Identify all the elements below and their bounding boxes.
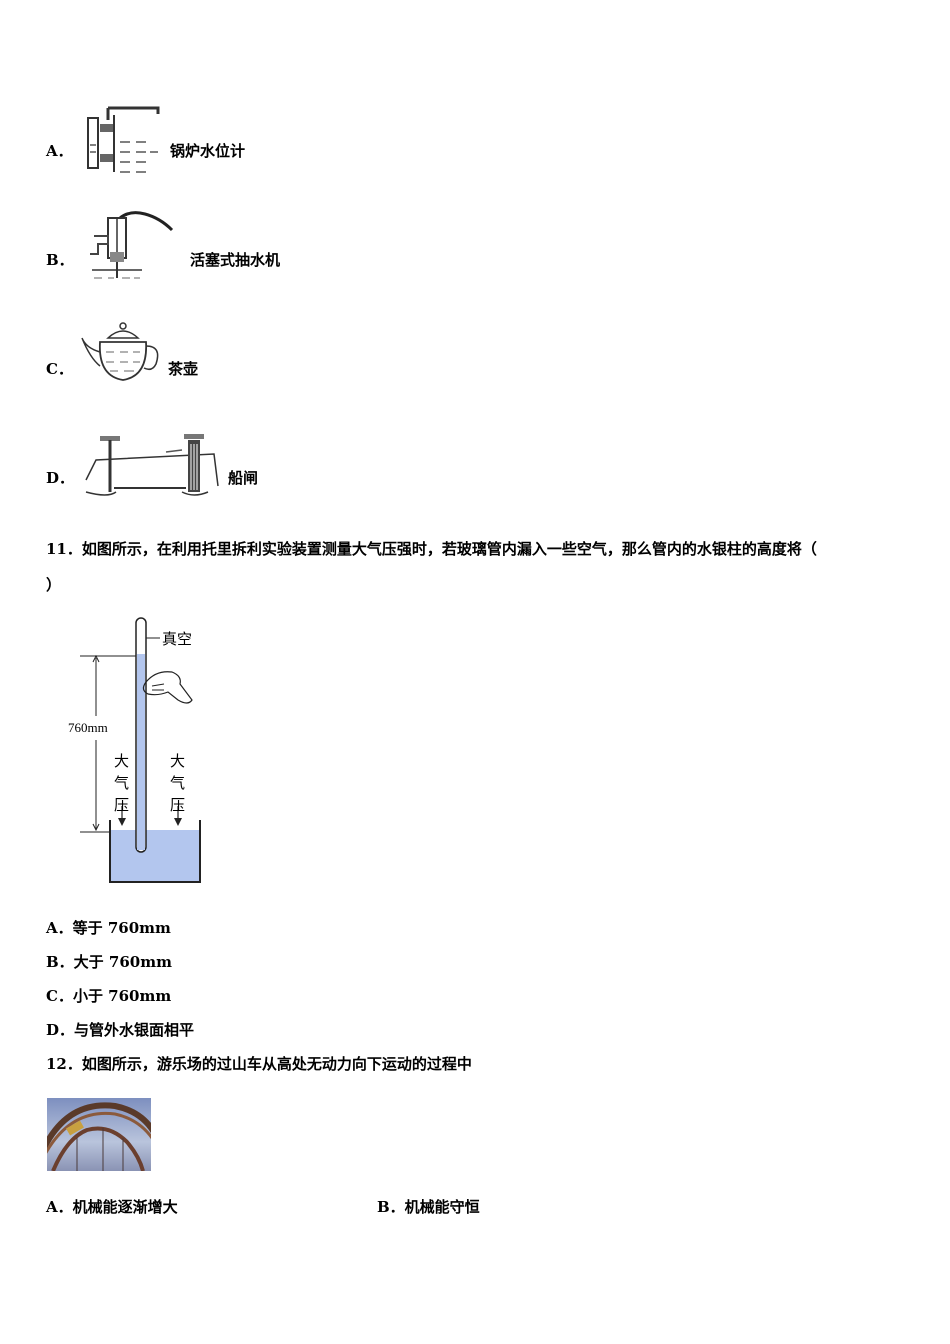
option-c-letter: C．: [46, 360, 73, 378]
atm-left-1: 大: [114, 752, 130, 770]
atm-left-2: 气: [114, 774, 130, 792]
option-a-letter: A．: [46, 142, 73, 160]
roller-coaster-photo: [47, 1098, 151, 1171]
question-11-line2: ）: [46, 576, 62, 594]
q11-choice-d[interactable]: D．与管外水银面相平: [46, 1021, 195, 1039]
atm-right-3: 压: [170, 796, 186, 814]
q12-choice-a[interactable]: A．机械能逐渐增大: [46, 1198, 178, 1216]
question-11-line1: 11．如图所示，在利用托里拆利实验装置测量大气压强时，若玻璃管内漏入一些空气，那…: [46, 540, 817, 558]
q11-choice-c[interactable]: C．小于 760mm: [46, 987, 172, 1005]
q11-choice-a[interactable]: A．等于 760mm: [46, 919, 171, 937]
ship-lock-figure: [85, 434, 219, 496]
option-d-caption: 船闸: [228, 469, 259, 487]
torricelli-figure: 真空 760mm 大 气 压 大 气 压: [60, 610, 220, 890]
option-c-caption: 茶壶: [168, 360, 199, 378]
option-b-letter: B．: [46, 251, 74, 269]
vacuum-label: 真空: [162, 630, 193, 648]
atm-right-1: 大: [170, 752, 186, 770]
atm-left-3: 压: [114, 796, 130, 814]
teapot-figure: [81, 322, 159, 381]
option-b-caption: 活塞式抽水机: [190, 251, 281, 269]
q11-choice-b[interactable]: B．大于 760mm: [46, 953, 172, 971]
piston-pump-figure: [90, 211, 174, 279]
atm-right-2: 气: [170, 774, 186, 792]
option-a-caption: 锅炉水位计: [170, 142, 246, 160]
boiler-gauge-figure: [87, 106, 160, 173]
q12-choice-b[interactable]: B．机械能守恒: [377, 1198, 480, 1216]
option-d-letter: D．: [46, 469, 75, 487]
question-12-stem: 12．如图所示，游乐场的过山车从高处无动力向下运动的过程中: [46, 1055, 472, 1073]
height-label: 760mm: [68, 720, 108, 735]
